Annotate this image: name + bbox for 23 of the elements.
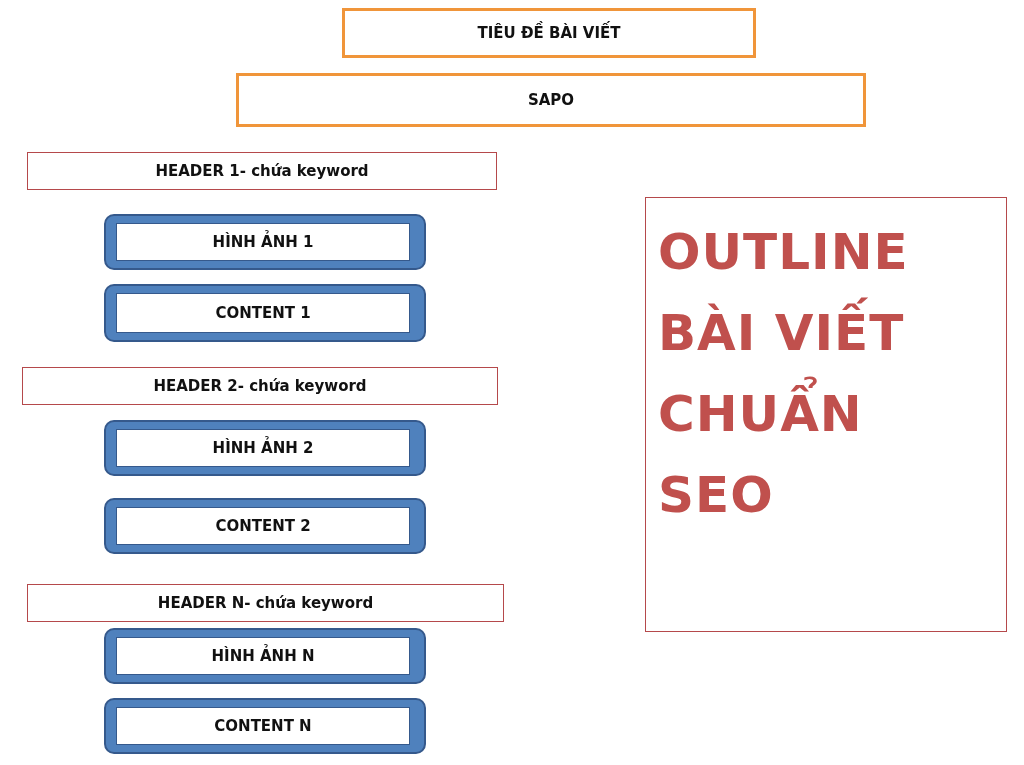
box-label: SAPO [526,90,576,111]
content-box [104,698,426,754]
box-label: HEADER 2- chứa keyword [152,376,368,397]
sapo-box [236,73,866,127]
header-box [27,584,504,622]
box-label: HÌNH ẢNH 2 [116,429,410,467]
box-label: HEADER N- chứa keyword [156,593,375,614]
content-box [104,498,426,554]
box-label: CONTENT 2 [116,507,410,545]
box-label: CONTENT N [116,707,410,745]
image-box [104,628,426,684]
header-box [27,152,497,190]
header-box [22,367,498,405]
heading-text: OUTLINE BÀI VIẾT CHUẨN SEO [657,222,910,526]
image-box [104,214,426,270]
box-label: HÌNH ẢNH 1 [116,223,410,261]
box-label: TIÊU ĐỀ BÀI VIẾT [345,11,753,55]
box-label: CONTENT 1 [116,293,410,333]
content-box [104,284,426,342]
box-label: HEADER 1- chứa keyword [154,161,370,182]
heading-panel [645,197,1007,632]
image-box [104,420,426,476]
box-label: HÌNH ẢNH N [116,637,410,675]
